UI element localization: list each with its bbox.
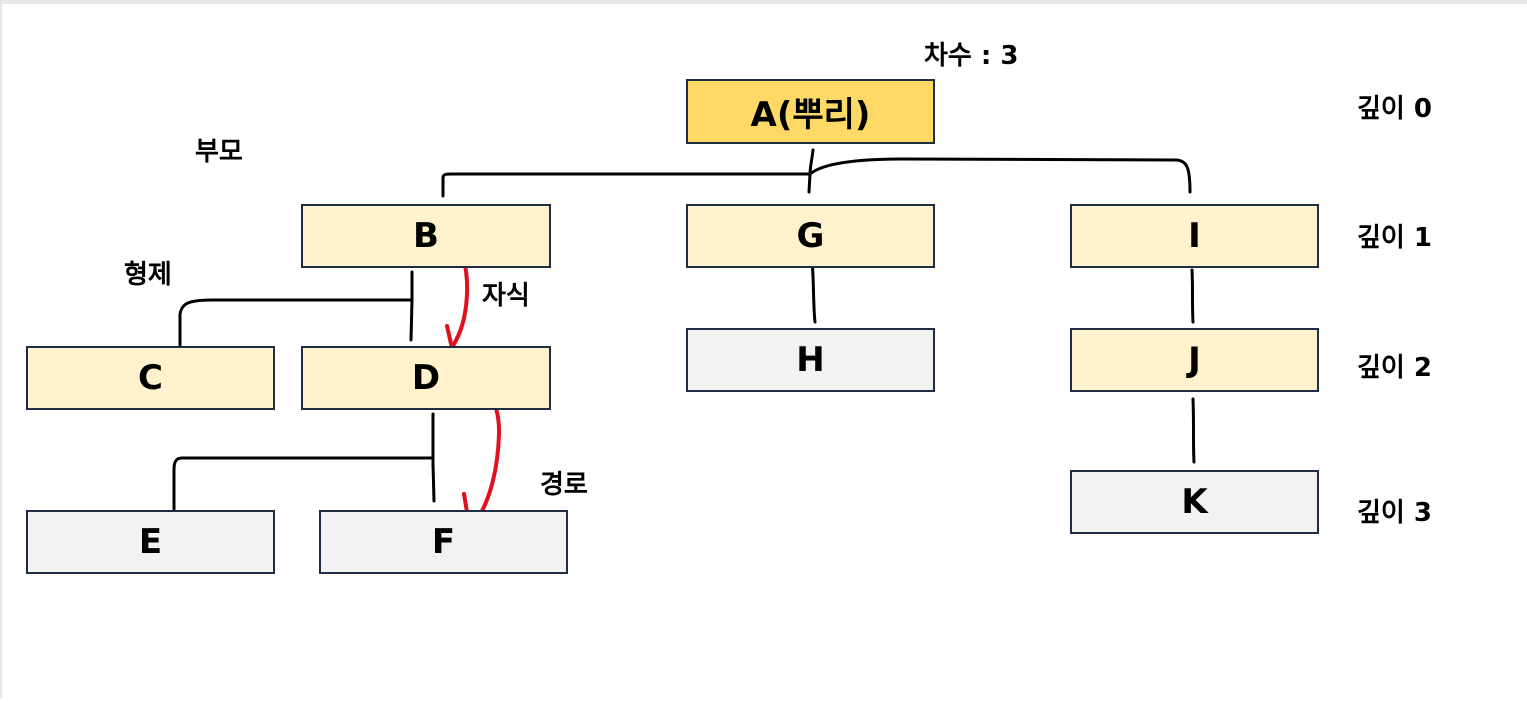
node-b-label: B [413,216,439,256]
node-h-label: H [796,340,825,380]
depth-label-0: 깊이 0 [1357,94,1432,124]
node-g: G [686,204,935,268]
node-j-label: J [1188,340,1201,380]
node-b: B [301,204,551,268]
node-e: E [26,510,275,574]
edge-d-f [431,412,436,503]
node-c-label: C [138,358,163,398]
edge-g-h [810,260,817,324]
node-i-label: I [1188,216,1201,256]
edge-j-k [1191,397,1196,464]
node-d: D [301,346,551,410]
node-i: I [1070,204,1319,268]
node-k: K [1070,470,1319,534]
node-a-label: A(뿌리) [750,95,871,135]
child-label: 자식 [482,281,530,311]
edge-a-b-bracket [441,172,812,198]
sibling-label: 형제 [124,260,172,290]
node-e-label: E [138,522,163,562]
degree-label: 차수 : 3 [924,41,1019,71]
node-f-label: F [431,522,456,562]
node-f: F [319,510,568,574]
depth-label-3: 깊이 3 [1357,498,1432,528]
edge-b-d [409,270,414,342]
node-a-root: A(뿌리) [686,79,935,144]
node-j: J [1070,328,1319,392]
node-d-label: D [411,358,441,398]
node-g-label: G [796,216,825,256]
parent-label: 부모 [195,137,243,167]
edge-a-i-bracket [808,157,1192,194]
node-h: H [686,328,935,392]
node-k-label: K [1181,482,1208,522]
edge-a-g [807,148,815,194]
depth-label-2: 깊이 2 [1357,353,1432,383]
edge-b-c-bracket [178,298,414,348]
depth-label-1: 깊이 1 [1357,223,1432,253]
edge-i-j [1190,268,1195,324]
edge-d-e-bracket [172,456,435,511]
node-c: C [26,346,275,410]
path-label: 경로 [540,470,588,500]
